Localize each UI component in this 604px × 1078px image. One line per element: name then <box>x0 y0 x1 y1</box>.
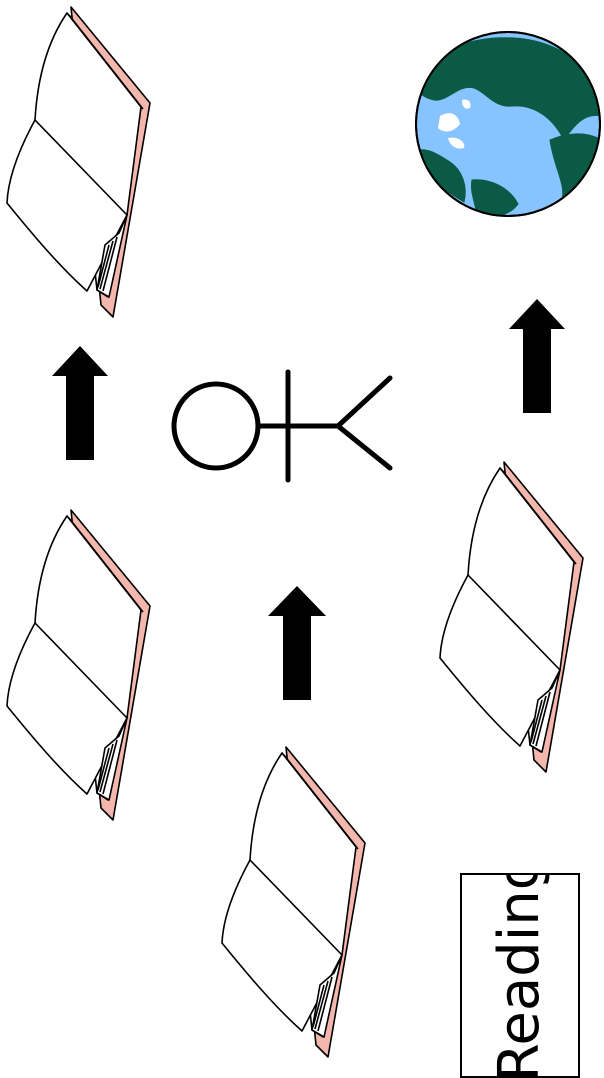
up-arrow-icon <box>52 346 108 460</box>
open-book-icon <box>5 508 155 828</box>
up-arrow-center <box>268 586 326 700</box>
circle-cross-fork-symbol-icon <box>168 366 396 486</box>
open-book-icon <box>5 5 155 325</box>
globe <box>414 30 602 218</box>
label-box: Reading <box>460 873 580 1078</box>
symbol-glyph <box>168 366 396 486</box>
up-arrow-left <box>52 346 108 460</box>
up-arrow-icon <box>268 586 326 700</box>
label-text: Reading <box>492 873 548 1078</box>
book-top-left <box>5 5 155 325</box>
globe-icon <box>414 30 602 218</box>
book-middle-left <box>5 508 155 828</box>
up-arrow-icon <box>509 299 565 413</box>
book-bottom-center <box>220 745 370 1065</box>
open-book-icon <box>220 745 370 1065</box>
book-middle-right <box>438 460 588 780</box>
up-arrow-right <box>509 299 565 413</box>
open-book-icon <box>438 460 588 780</box>
